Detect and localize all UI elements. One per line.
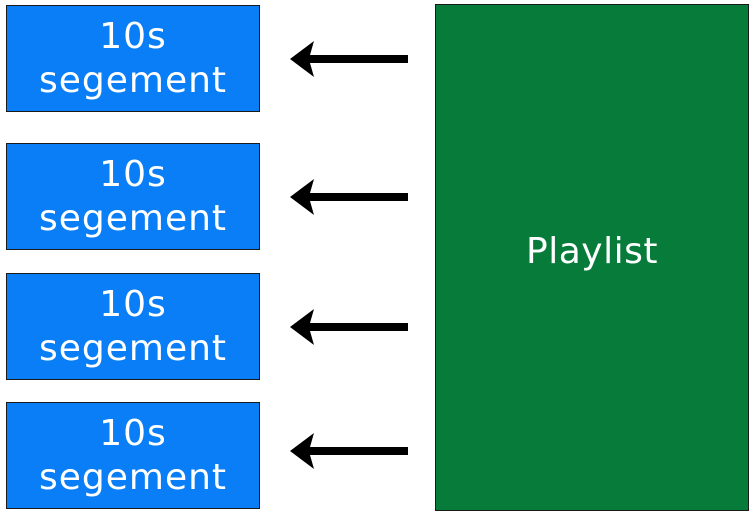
segment-label: segement	[38, 327, 228, 369]
segment-duration: 10s	[99, 412, 167, 454]
arrow-left-icon-4	[290, 433, 408, 469]
segment-box-2: 10s segement	[6, 143, 260, 250]
segment-label: segement	[38, 197, 228, 239]
arrow-left-icon-1	[290, 41, 408, 77]
segment-duration: 10s	[99, 283, 167, 325]
arrow-left-icon-2	[290, 179, 408, 215]
segment-duration: 10s	[99, 153, 167, 195]
segment-label: segement	[38, 456, 228, 498]
arrow-left-icon-3	[290, 309, 408, 345]
playlist-box: Playlist	[435, 4, 749, 511]
playlist-label: Playlist	[526, 231, 658, 272]
segment-box-3: 10s segement	[6, 273, 260, 380]
segment-box-4: 10s segement	[6, 402, 260, 509]
segment-duration: 10s	[99, 15, 167, 57]
segment-box-1: 10s segement	[6, 5, 260, 112]
segment-label: segement	[38, 59, 228, 101]
